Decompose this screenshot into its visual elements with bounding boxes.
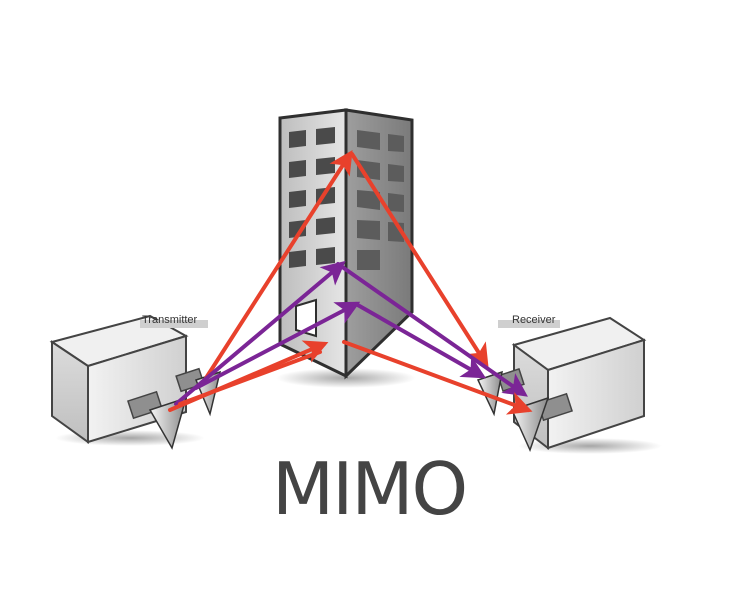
red-path-tx-up	[204, 149, 353, 380]
red-path-low-rx	[342, 340, 533, 415]
red-path-direct	[178, 350, 322, 406]
rx-antenna-1	[476, 370, 503, 417]
transmitter-label: Transmitter	[142, 314, 198, 326]
red-path-down-rx	[350, 152, 489, 369]
diagram-title: MIMO	[272, 447, 466, 531]
receiver-label: Receiver	[512, 314, 556, 326]
signal-paths	[168, 149, 533, 415]
building	[276, 108, 416, 388]
purple-path-tx-up	[174, 260, 346, 406]
receiver: Receiver	[476, 314, 662, 454]
purple-path-mid-rx	[354, 302, 487, 379]
transmitter: Transmitter	[49, 314, 222, 450]
purple-path-tx-mid	[194, 301, 361, 390]
purple-path-down-rx	[336, 262, 528, 397]
tx-antenna-2	[148, 396, 188, 450]
